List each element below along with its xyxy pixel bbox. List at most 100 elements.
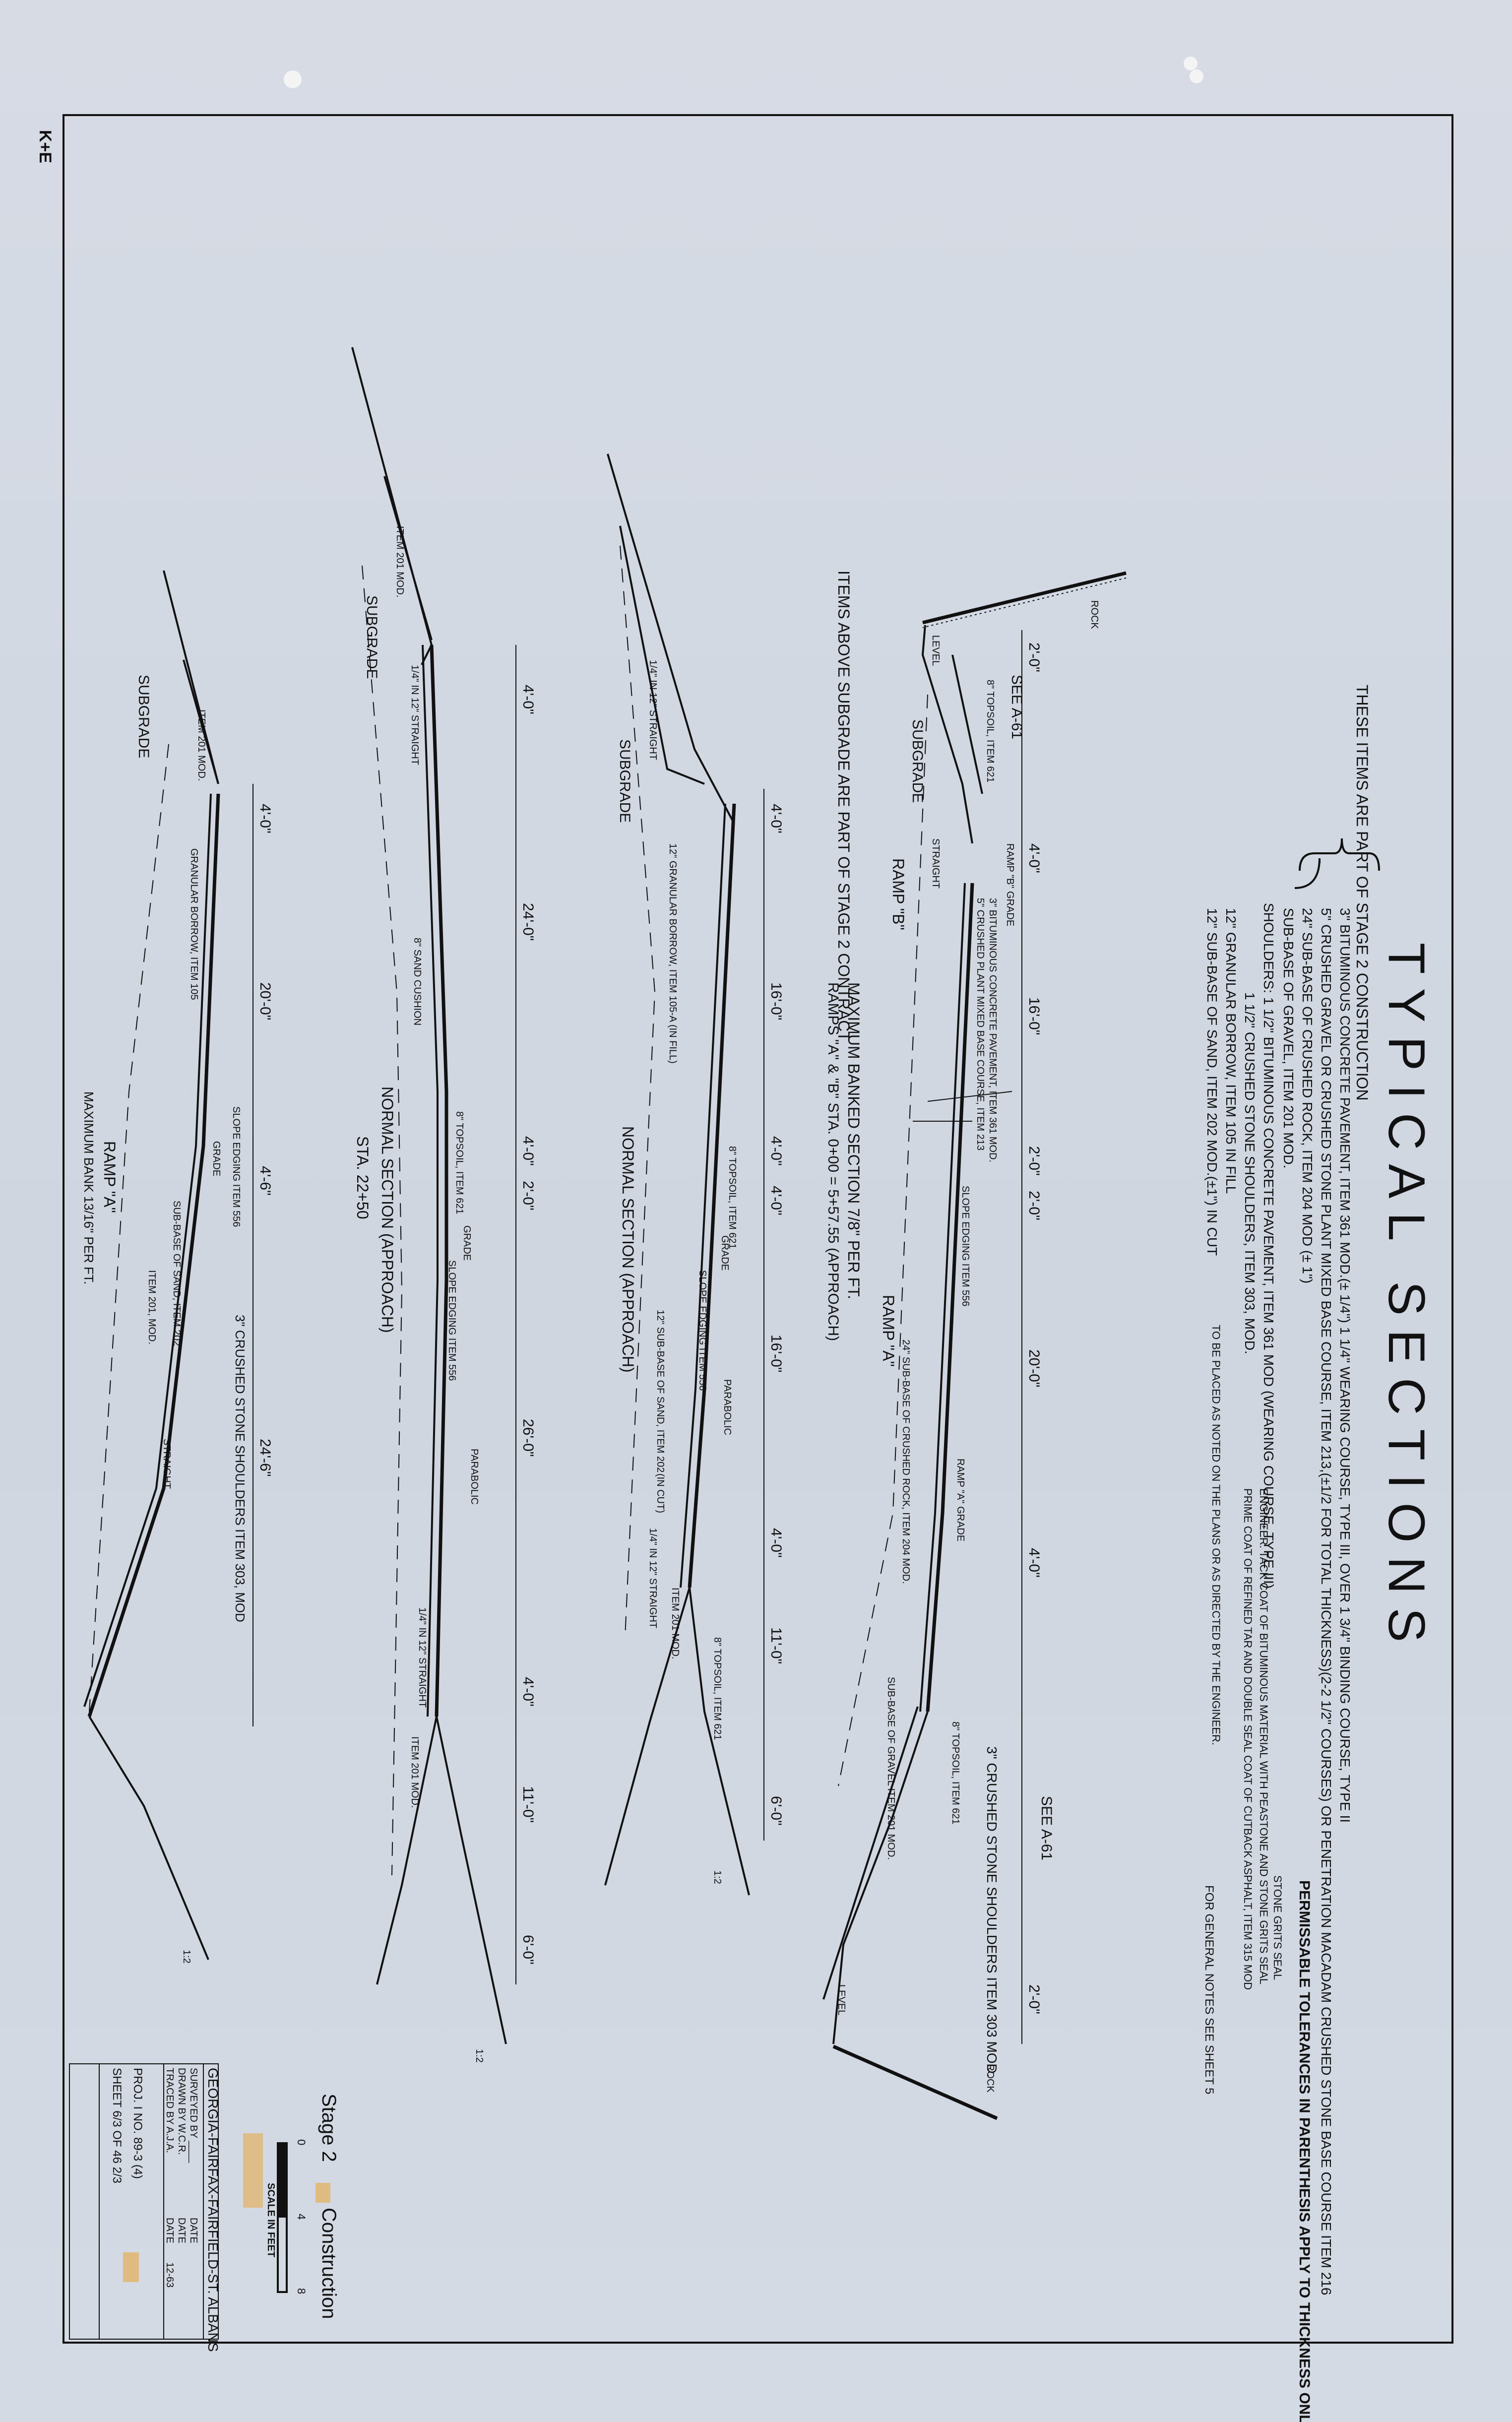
dim-label: 4'-6": [257, 1166, 273, 1196]
annotations: SUBGRADE ITEM 201 MOD. 1/4" IN 12" STRAI…: [364, 526, 485, 2063]
punch-hole: [1190, 69, 1203, 83]
annotation: LEVEL: [836, 1984, 847, 2015]
annotation: SUB-BASE OF GRAVEL ITEM 201 MOD.: [885, 1677, 896, 1860]
annotation: RAMP "A" GRADE: [955, 1459, 966, 1541]
project-number: PROJ. I NO. 89-3 (4): [131, 2068, 144, 2179]
dim-label: 2'-0": [520, 1181, 536, 1211]
annotation: ITEM 201 MOD.: [409, 1736, 420, 1808]
ramp-a-title: RAMP "A": [101, 1141, 119, 1213]
note-line: ENGINEER. TACK COAT OF BITUMINOUS MATERI…: [1258, 1488, 1270, 1984]
dim-label: 2'-0": [1026, 1191, 1042, 1220]
note-line: STONE GRITS SEAL: [1271, 1875, 1284, 1980]
note-line: 24" SUB-BASE OF CRUSHED ROCK, ITEM 204 M…: [1300, 908, 1315, 1283]
dim-label: 26'-0": [520, 1419, 536, 1457]
annotation: SUBGRADE: [364, 595, 380, 679]
annotation: 5" CRUSHED PLANT MIXED BASE COURSE, ITEM…: [975, 898, 986, 1150]
dimension-labels: 2'-0" 4'-0" 16'-0" 2'-0" 2'-0" 20'-0" 4'…: [1026, 642, 1042, 2014]
dim-label: 11'-0": [768, 1627, 784, 1664]
section-ramp-a: 4'-0" 20'-0" 4'-6" 24'-6" SUBGRADE ITEM …: [81, 570, 273, 1964]
annotation: SEE A-61: [1038, 1796, 1055, 1860]
annotation: STRAIGHT: [930, 838, 941, 889]
stamp-highlight: [315, 2183, 330, 2203]
dim-label: 16'-0": [1026, 997, 1042, 1035]
scale-tick: 8: [295, 2288, 308, 2294]
annotation: SLOPE EDGING ITEM 556: [960, 1186, 971, 1306]
annotation: 8" SAND CUSHION: [412, 938, 423, 1025]
topsoil-slope: [183, 659, 219, 784]
ditch-slope: [88, 1716, 209, 1960]
note-line: PRIME COAT OF REFINED TAR AND DOUBLE SEA…: [1242, 1488, 1254, 1990]
note-line: 12" GRANULAR BORROW, ITEM 105 IN FILL: [1223, 908, 1239, 1194]
tolerance-note: PERMISSABLE TOLERANCES IN PARENTHESIS AP…: [1296, 1880, 1313, 2422]
annotation: 3" CRUSHED STONE SHOULDERS ITEM 303 MOD.: [984, 1746, 1000, 2078]
annotation: SUBGRADE: [909, 719, 926, 803]
stage-note: THESE ITEMS ARE PART OF STAGE 2 CONSTRUC…: [1353, 685, 1371, 1101]
ramp-a-label: RAMP "A": [880, 1295, 897, 1367]
base-course: [422, 644, 439, 1717]
dim-label: 20'-0": [257, 982, 273, 1020]
dim-label: 4'-0": [520, 685, 536, 714]
annotation: 1/4" IN 12" STRAIGHT: [647, 660, 658, 760]
date-label: DATE: [188, 2218, 199, 2243]
dim-label: 16'-0": [768, 982, 784, 1020]
annotation: SEE A-61: [1008, 675, 1025, 739]
dim-label: 2'-0": [1026, 1984, 1042, 2014]
dim-label: 6'-0": [768, 1796, 784, 1826]
annotation: ITEM 201 MOD.: [196, 709, 207, 781]
topsoil-slope: [619, 525, 705, 785]
topsoil-slope: [383, 476, 433, 640]
scale-label: SCALE IN FEET: [265, 2183, 276, 2257]
note-line: 12" SUB-BASE OF SAND, ITEM 202 MOD.(±1")…: [1204, 908, 1220, 1256]
pavement-surface: [688, 803, 736, 1588]
annotation: 12" GRANULAR BORROW, ITEM 105-A (IN FILL…: [667, 843, 678, 1064]
note-line: 1 1/2" CRUSHED STONE SHOULDERS, ITEM 303…: [1242, 992, 1258, 1354]
section-normal-fill: 4'-0" 24'-0" 4'-0" 2'-0" 26'-0" 4'-0" 11…: [351, 347, 536, 2063]
annotation: 1:2: [712, 1870, 723, 1884]
note-line: TO BE PLACED AS NOTED ON THE PLANS OR AS…: [1210, 1325, 1222, 1745]
scale-tick: 0: [295, 2139, 308, 2145]
annotation: 1:2: [474, 2049, 485, 2063]
annotation: GRADE: [211, 1141, 222, 1176]
annotation: SUB-BASE OF SAND, ITEM 202: [171, 1201, 182, 1346]
general-notes: 3" BITUMINOUS CONCRETE PAVEMENT, ITEM 36…: [1204, 903, 1353, 2295]
dim-label: 4'-0": [520, 1677, 536, 1707]
annotations: SUBGRADE ITEM 201 MOD. GRANULAR BORROW, …: [135, 675, 248, 1964]
annotation: 8" TOPSOIL, ITEM 621: [985, 680, 996, 783]
annotation: STRAIGHT: [161, 1439, 172, 1489]
scale-bar: 0 4 8 SCALE IN FEET: [243, 2133, 308, 2294]
bottom-side-slope: [604, 1587, 691, 1886]
title-block-frame: [69, 2063, 219, 2340]
annotation: 8" TOPSOIL, ITEM 621: [950, 1721, 961, 1825]
section-ramp-b: 2'-0" 4'-0" 16'-0" 2'-0" 2'-0" 20'-0" 4'…: [822, 571, 1127, 2120]
top-side-slope: [607, 453, 735, 824]
annotation: SUBGRADE: [135, 675, 152, 758]
general-note-text: FOR GENERAL NOTES SEE SHEET: [1202, 1885, 1216, 2085]
rock-line: [922, 571, 1127, 625]
annotation: 1/4" IN 12" STRAIGHT: [417, 1607, 428, 1708]
punch-hole: [1184, 57, 1197, 70]
traced-by: TRACED BY A.J.A.: [164, 2068, 175, 2153]
annotation: SUBGRADE: [617, 739, 633, 823]
annotation: 8" TOPSOIL, ITEM 621: [454, 1111, 465, 1214]
dim-label: 24'-0": [520, 903, 536, 941]
stamp-line: Stage 2: [318, 2094, 340, 2162]
note-line: SHOULDERS: 1 1/2" BITUMINOUS CONCRETE PA…: [1261, 903, 1276, 1589]
date-value: 12-63: [164, 2262, 175, 2288]
annotation: 24" SUB-BASE OF CRUSHED ROCK, ITEM 204 M…: [900, 1339, 911, 1584]
dim-label: 4'-0": [257, 804, 273, 833]
annotation: GRADE: [461, 1225, 472, 1261]
sheet-number: SHEET 6/3 OF 46 2/3: [110, 2068, 124, 2183]
sheet-border: [63, 114, 1453, 2344]
note-line: 5" CRUSHED GRAVEL OR CRUSHED STONE PLANT…: [1319, 908, 1334, 2295]
annotation: SLOPE EDGING ITEM 556: [446, 1260, 457, 1381]
annotation: 3" BITUMINOUS CONCRETE PAVEMENT, ITEM 36…: [987, 898, 998, 1162]
ramp-b-title: RAMP "B": [889, 858, 907, 930]
annotation: 1/4" IN 12" STRAIGHT: [409, 665, 420, 765]
max-bank-note: MAXIMUM BANKED SECTION 7/8" PER FT.: [845, 982, 863, 1299]
annotation: SLOPE EDGING ITEM 556: [697, 1270, 708, 1391]
stage-note-text: THESE ITEMS ARE PART OF STAGE 2 CONSTRUC…: [1353, 685, 1371, 1101]
dimension-labels: 4'-0" 20'-0" 4'-6" 24'-6": [257, 804, 273, 1476]
section-title: NORMAL SECTION (APPROACH): [378, 1086, 396, 1333]
